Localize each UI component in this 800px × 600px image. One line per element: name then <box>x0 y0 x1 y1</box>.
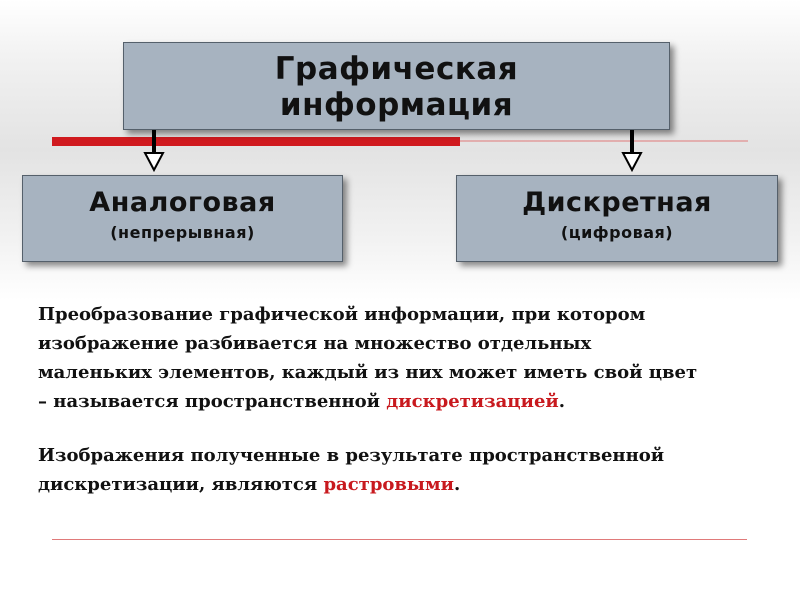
analog-title: Аналоговая <box>89 187 276 218</box>
para1-line2: изображение разбивается на множество отд… <box>38 333 592 354</box>
para2-line2-text: дискретизации, являются <box>38 474 324 495</box>
para1-line4-text: – называется пространственной <box>38 391 387 412</box>
definition-paragraph: Преобразование графической информации, п… <box>38 300 768 416</box>
para1-line4-period: . <box>558 391 566 412</box>
top-box-line1: Графическая <box>274 51 519 87</box>
para2-line2: дискретизации, являются растровыми. <box>38 470 768 499</box>
discrete-title: Дискретная <box>522 187 712 218</box>
arrowhead-left-icon <box>143 152 165 173</box>
discrete-box: Дискретная (цифровая) <box>456 175 778 262</box>
analog-subtitle: (непрерывная) <box>110 223 255 242</box>
arrowhead-right-icon <box>621 152 643 173</box>
top-box-line2: информация <box>279 87 514 123</box>
thick-red-bar <box>52 137 460 146</box>
para1-line1: Преобразование графической информации, п… <box>38 304 646 325</box>
discrete-subtitle: (цифровая) <box>560 223 674 242</box>
term-discretization: дискретизацией <box>386 391 559 412</box>
para2-line1: Изображения полученные в результате прос… <box>38 445 665 466</box>
bottom-divider <box>52 539 747 540</box>
graphic-information-box: Графическая информация <box>123 42 670 130</box>
para1-line3: маленьких элементов, каждый из них может… <box>38 362 698 383</box>
raster-paragraph: Изображения полученные в результате прос… <box>38 441 768 499</box>
analog-box: Аналоговая (непрерывная) <box>22 175 343 262</box>
para2-line2-period: . <box>453 474 461 495</box>
term-raster: растровыми <box>323 474 454 495</box>
para1-line4: – называется пространственной дискретиза… <box>38 387 768 416</box>
